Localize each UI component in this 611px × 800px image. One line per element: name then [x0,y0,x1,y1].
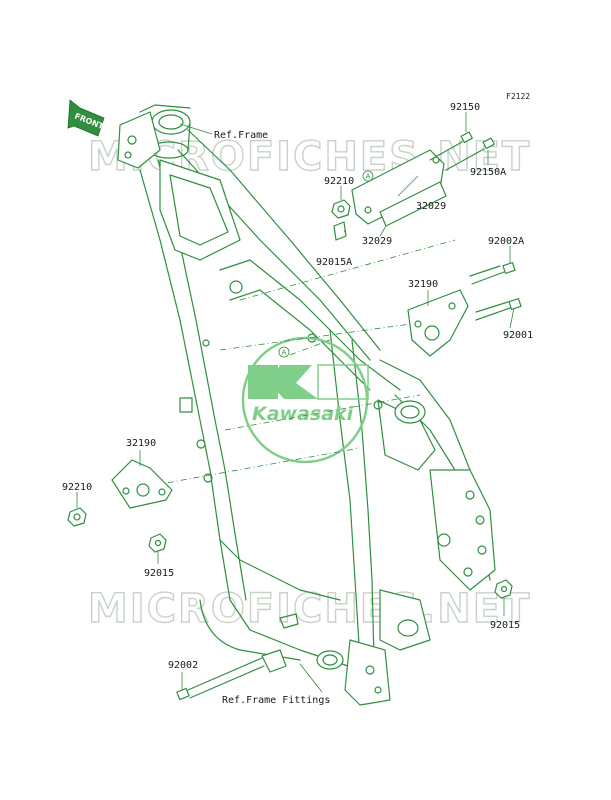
diagram-code: F2122 [506,92,530,101]
part-labels: Ref.Frame 92150 92150A 92210 32029 32029… [62,102,533,706]
frame-illustration [117,104,496,706]
label-92210-top: 92210 [324,176,354,187]
label-32190-right: 32190 [408,279,438,290]
label-ref-frame: Ref.Frame [214,130,268,141]
nut-92015-left [148,533,167,553]
engine-mount-32190-right [407,289,469,357]
engine-mount-32190-left [111,459,173,509]
bolt-92002 [176,657,265,701]
leader-lines [76,112,515,693]
ref-marker-a-top: A [362,170,374,182]
label-92001: 92001 [503,330,533,341]
nut-92210-left [67,507,87,527]
bolt-92150 [429,131,495,171]
label-ref-frame-fittings: Ref.Frame Fittings [222,695,330,706]
nut-92015-right [494,579,513,599]
label-92150: 92150 [450,102,480,113]
svg-text:A: A [282,349,287,357]
nut-92210-top [331,199,351,219]
label-92015-left: 92015 [144,568,174,579]
label-92015A: 92015A [316,257,352,268]
logo-text: Kawasaki [252,403,354,425]
bolt-92002A [469,262,516,285]
clip-92015A [333,221,347,241]
alignment-lines [154,239,456,486]
label-32029-a: 32029 [416,201,446,212]
label-92002: 92002 [168,660,198,671]
label-92015-right: 92015 [490,620,520,631]
label-92002A: 92002A [488,236,524,247]
bracket-32029 [351,149,447,227]
label-92150A: 92150A [470,167,506,178]
bolt-92001 [475,298,522,321]
watermark-bottom: MICROFICHES.NET [88,586,531,632]
label-92210-left: 92210 [62,482,92,493]
label-32190-left: 32190 [126,438,156,449]
svg-text:A: A [366,173,371,181]
kawasaki-logo: Kawasaki [241,336,369,464]
label-32029-b: 32029 [362,236,392,247]
ref-marker-a-mid: A [278,346,290,358]
front-arrow-icon: FRONT [67,99,105,137]
